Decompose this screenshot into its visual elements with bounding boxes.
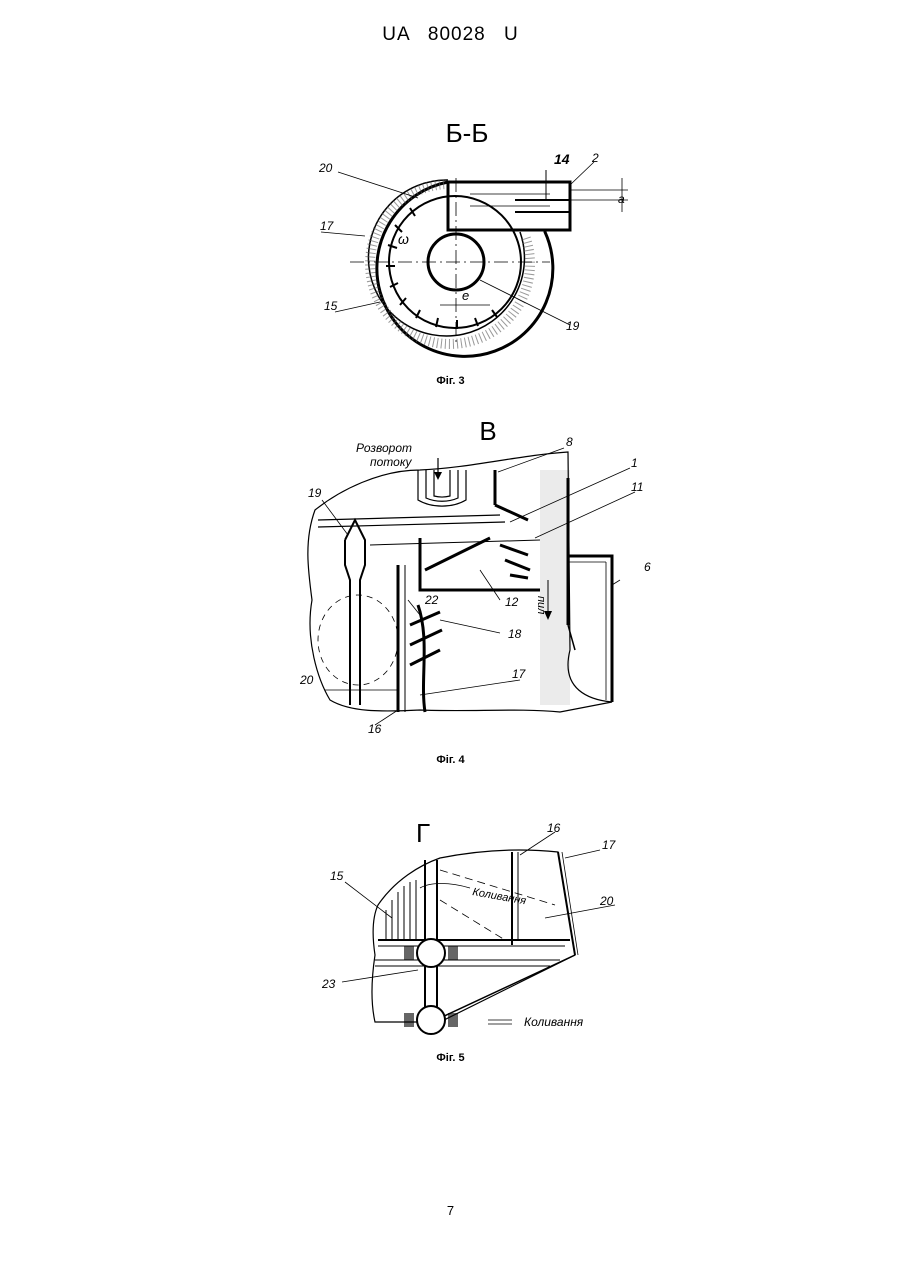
label-20c: 20: [599, 894, 614, 908]
label-19: 19: [566, 319, 580, 333]
page-number: 7: [0, 1203, 901, 1218]
label-e: e: [462, 288, 469, 303]
patent-number-header: UA 80028 U: [0, 24, 901, 46]
label-17b: 17: [512, 667, 527, 681]
section-label-bb: Б-Б: [446, 118, 489, 148]
label-8: 8: [566, 435, 573, 449]
label-19b: 19: [308, 486, 322, 500]
label-17: 17: [320, 219, 335, 233]
figure-5: Г 16 17 15 Коливання 20 23 Коливання: [0, 810, 901, 1050]
label-a: a: [618, 192, 625, 206]
label-1: 1: [631, 456, 638, 470]
label-pyl: пил: [535, 596, 547, 614]
label-20b: 20: [299, 673, 314, 687]
label-12: 12: [505, 595, 519, 609]
label-14: 14: [554, 151, 570, 167]
figure-4-caption: Фіг. 4: [0, 754, 901, 766]
figure-5-drawing: Г 16 17 15 Коливання 20 23 Коливання: [0, 810, 901, 1050]
section-label-v: В: [479, 416, 496, 446]
label-2: 2: [591, 151, 599, 165]
figure-3-drawing: Б-Б a 20 14 2 17 ω 15 e 19: [0, 110, 901, 400]
label-20: 20: [318, 161, 333, 175]
label-11: 11: [631, 480, 643, 494]
label-6: 6: [644, 560, 651, 574]
label-potoku: потоку: [370, 455, 412, 469]
label-17c: 17: [602, 838, 617, 852]
figure-3-caption: Фіг. 3: [0, 375, 901, 387]
label-23: 23: [321, 977, 336, 991]
label-22: 22: [424, 593, 439, 607]
label-rozvorot: Розворот: [356, 441, 412, 455]
figure-4: В: [0, 412, 901, 747]
label-15: 15: [324, 299, 338, 313]
figure-4-drawing: В: [0, 412, 901, 747]
label-16: 16: [368, 722, 382, 736]
label-kolyvannia-top: Коливання: [471, 886, 527, 907]
label-kolyvannia-bottom: Коливання: [524, 1015, 584, 1029]
figure-5-caption: Фіг. 5: [0, 1052, 901, 1064]
fig5-outline: [372, 850, 575, 1022]
label-15c: 15: [330, 869, 344, 883]
pipe-6: [568, 556, 612, 702]
figure-3: Б-Б a 20 14 2 17 ω 15 e 19: [0, 110, 901, 400]
label-16c: 16: [547, 821, 561, 835]
section-label-g: Г: [416, 818, 430, 848]
label-omega: ω: [398, 231, 409, 247]
label-18: 18: [508, 627, 522, 641]
